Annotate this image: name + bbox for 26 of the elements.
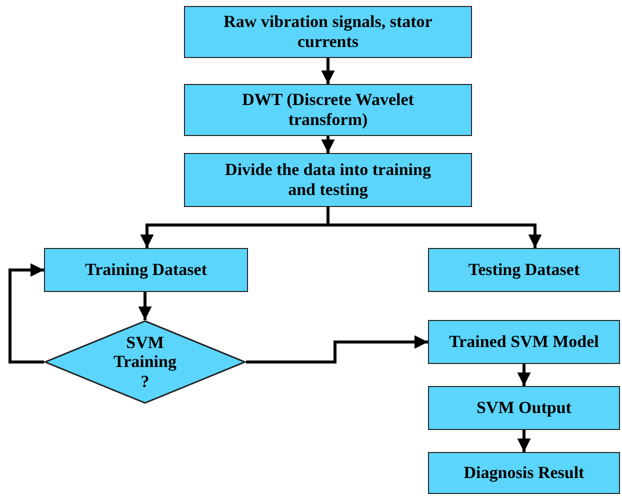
process-box: [428, 248, 620, 292]
process-box: [184, 6, 472, 58]
node-text: Diagnosis Result: [462, 463, 586, 483]
process-box: [428, 386, 620, 430]
node-text: Trained SVM Model: [448, 332, 600, 352]
node-text: Divide the data into training and testing: [224, 160, 432, 200]
process-box: [428, 320, 620, 364]
arrow: [8, 263, 44, 364]
process-box: [184, 153, 472, 207]
node-text: Testing Dataset: [467, 260, 581, 280]
process-box: [428, 452, 620, 494]
node-text: SVM Output: [476, 398, 572, 418]
arrow: [326, 207, 542, 248]
arrow: [517, 430, 531, 452]
decision-diamond: [44, 320, 246, 404]
node-text: Training Dataset: [84, 260, 208, 280]
node-text: DWT (Discrete Wavelet transform): [241, 90, 415, 130]
node-text: SVM Training ?: [112, 332, 178, 392]
arrow: [246, 335, 428, 364]
process-box: [184, 84, 472, 136]
arrow: [517, 364, 531, 386]
node-text: Raw vibration signals, stator currents: [222, 12, 434, 52]
arrow: [138, 292, 152, 320]
arrow: [321, 136, 335, 153]
process-box: [44, 248, 248, 292]
arrow: [321, 58, 335, 84]
